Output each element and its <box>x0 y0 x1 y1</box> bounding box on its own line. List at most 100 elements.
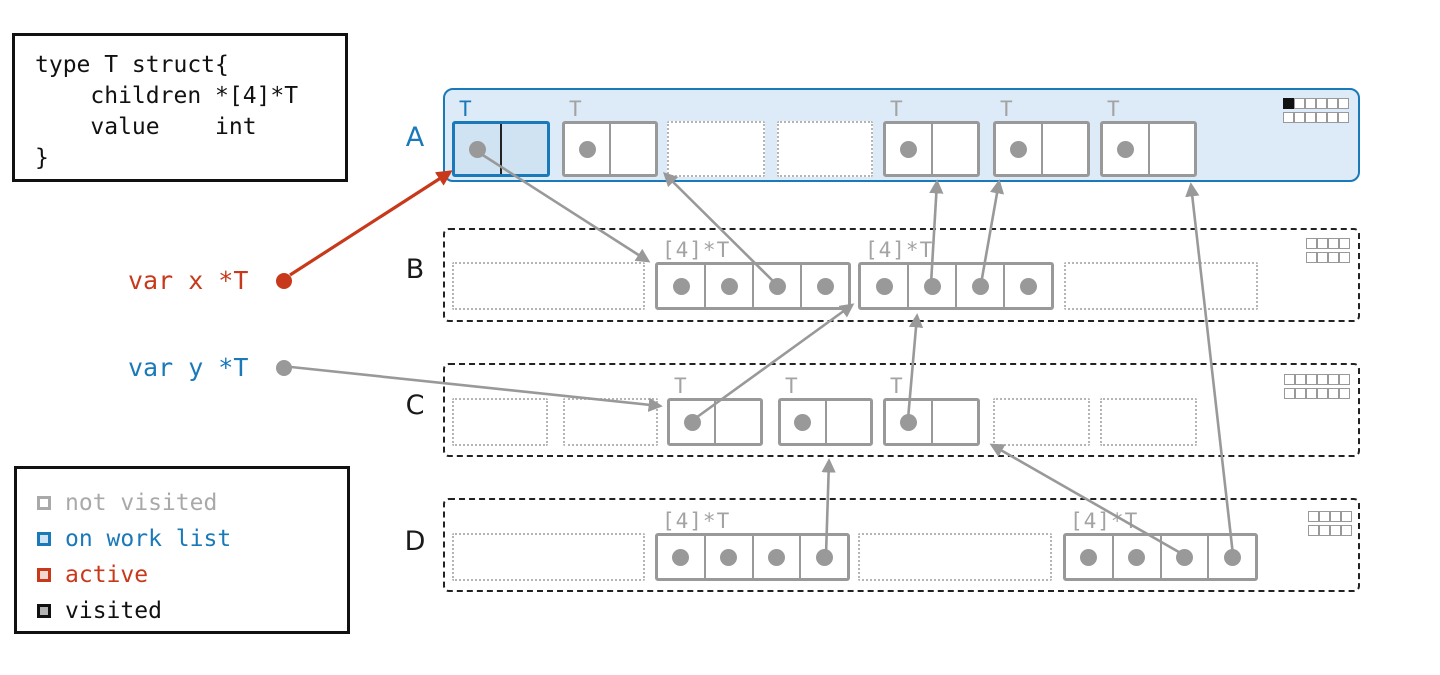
bitmap-cell <box>1283 112 1294 123</box>
bitmap-cell <box>1317 388 1328 399</box>
bitmap-cell <box>1294 98 1305 109</box>
bitmap-cell <box>1294 112 1305 123</box>
pointer-cell <box>930 401 978 443</box>
pointer-value-dot <box>1009 140 1027 158</box>
bitmap-cell <box>1316 98 1327 109</box>
pointer-cell <box>752 265 800 307</box>
bitmap-cell <box>1328 252 1339 263</box>
pointer-cell <box>1147 124 1195 174</box>
free-slot-A-3 <box>667 121 765 177</box>
legend-swatch <box>37 568 51 582</box>
object-C-5: T <box>883 374 980 446</box>
bitmap-cell <box>1328 388 1339 399</box>
bitmap-cell <box>1341 511 1352 522</box>
pointer-value-dot <box>1223 548 1241 566</box>
pointer-cell <box>1066 536 1112 578</box>
pointer-cell <box>658 536 704 578</box>
legend-swatch <box>37 496 51 510</box>
object-type-label: [4]*T <box>662 509 731 533</box>
var-x-dot <box>276 273 292 289</box>
row-label-C: C <box>405 390 425 421</box>
object-D-2: [4]*T <box>655 509 850 581</box>
pointer-value-dot <box>1128 548 1146 566</box>
pointer-value-dot <box>1080 548 1098 566</box>
object-A-5: T <box>883 97 980 177</box>
bitmap-cell <box>1284 388 1295 399</box>
bitmap-cell <box>1327 112 1338 123</box>
legend-label: visited <box>65 598 162 624</box>
pointer-cell <box>500 124 547 174</box>
pointer-value-dot <box>683 413 701 431</box>
legend-swatch <box>37 604 51 618</box>
bitmap-cell <box>1330 511 1341 522</box>
pointer-cell <box>799 536 847 578</box>
row-label-B: B <box>405 254 425 285</box>
pointer-cell <box>1003 265 1051 307</box>
object-type-label: T <box>1000 97 1014 121</box>
pointer-cell <box>955 265 1003 307</box>
bitmap-cell <box>1308 511 1319 522</box>
object-type-label: [4]*T <box>865 238 934 262</box>
pointer-value-dot <box>768 277 786 295</box>
legend-label: active <box>65 562 149 588</box>
free-slot-C-6 <box>993 398 1090 446</box>
bitmap-cell <box>1305 112 1316 123</box>
pointer-cell <box>670 401 714 443</box>
free-slot-B-1 <box>452 262 645 310</box>
legend-swatch <box>37 532 51 546</box>
pointer-value-dot <box>899 413 917 431</box>
memory-bitmap-icon-B <box>1306 238 1350 263</box>
free-slot-A-4 <box>777 121 873 177</box>
pointer-cell <box>1111 536 1160 578</box>
pointer-value-dot <box>815 548 833 566</box>
pointer-value-dot <box>794 413 812 431</box>
object-C-3: T <box>667 374 763 446</box>
bitmap-cell <box>1305 98 1316 109</box>
bitmap-cell <box>1306 374 1317 385</box>
object-A-6: T <box>993 97 1090 177</box>
pointer-cell <box>1159 536 1208 578</box>
pointer-value-dot <box>1116 140 1134 158</box>
var-y-dot <box>276 360 292 376</box>
pointer-cell <box>824 401 871 443</box>
pointer-value-dot <box>1019 277 1037 295</box>
bitmap-cell <box>1284 374 1295 385</box>
object-type-label: T <box>785 374 799 398</box>
var-x-label: var x *T <box>128 266 249 295</box>
pointer-value-dot <box>875 277 893 295</box>
legend-item-not-visited: not visited <box>37 485 347 521</box>
object-type-label: T <box>569 97 583 121</box>
bitmap-cell <box>1328 238 1339 249</box>
pointer-cell <box>751 536 800 578</box>
free-slot-B-4 <box>1064 262 1258 310</box>
pointer-value-dot <box>1175 548 1193 566</box>
object-type-label: [4]*T <box>1070 509 1139 533</box>
pointer-value-dot <box>816 277 834 295</box>
pointer-cell <box>781 401 825 443</box>
bitmap-cell <box>1319 525 1330 536</box>
free-slot-C-7 <box>1100 398 1197 446</box>
pointer-value-dot <box>767 548 785 566</box>
pointer-cell <box>886 401 931 443</box>
row-label-D: D <box>404 526 426 557</box>
memory-bitmap-icon-C <box>1284 374 1350 399</box>
object-A-2: T <box>562 97 658 177</box>
pointer-value-dot <box>923 277 941 295</box>
memory-bitmap-icon-A <box>1283 98 1349 123</box>
pointer-value-dot <box>578 140 596 158</box>
bitmap-cell <box>1338 98 1349 109</box>
memory-bitmap-icon-D <box>1308 511 1352 536</box>
bitmap-cell <box>1341 525 1352 536</box>
bitmap-cell <box>1339 374 1350 385</box>
legend-label: not visited <box>65 490 218 516</box>
bitmap-cell <box>1338 112 1349 123</box>
pointer-cell <box>565 124 609 174</box>
bitmap-cell <box>1339 388 1350 399</box>
legend-label: on work list <box>65 526 232 552</box>
bitmap-cell <box>1295 388 1306 399</box>
object-type-label: T <box>1107 97 1121 121</box>
pointer-value-dot <box>720 548 738 566</box>
object-type-label: [4]*T <box>662 238 731 262</box>
pointer-cell <box>930 124 978 174</box>
bitmap-cell <box>1317 238 1328 249</box>
